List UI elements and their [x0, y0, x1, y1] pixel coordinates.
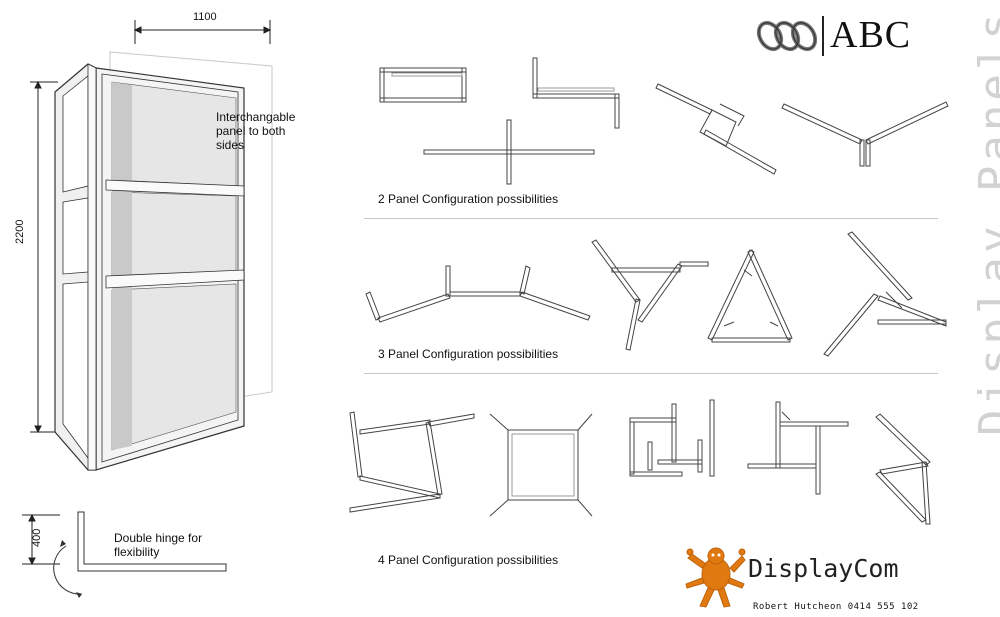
config-2panel-parallel [379, 67, 467, 103]
width-dimension-line [133, 20, 272, 44]
config-2panel-y [781, 101, 949, 167]
cabinet-drawing [22, 20, 273, 598]
config-3panel-wave [365, 265, 591, 323]
config-3panel-pinwheel [823, 231, 947, 357]
panel-note: Interchangable panel to both sides [216, 110, 296, 152]
displaycom-wordmark: DisplayCom [748, 554, 899, 583]
section-divider-1 [364, 218, 938, 219]
abc-wordmark: ABC [830, 14, 912, 56]
config-4panel-pinwheel-closed [629, 399, 715, 477]
config-3panel-triangle-closed [707, 249, 793, 343]
configuration-diagrams [349, 57, 949, 525]
config-4panel-diamond [875, 413, 931, 525]
rail-bottom [105, 269, 245, 289]
caption-2-panel: 2 Panel Configuration possibilities [378, 192, 559, 206]
height-dimension-line [30, 80, 58, 434]
hinge-detail [22, 511, 227, 598]
side-title: Display Panels [970, 9, 1000, 436]
caption-4-panel: 4 Panel Configuration possibilities [378, 553, 559, 567]
rail-top [105, 179, 245, 197]
hinge-note: Double hinge for flexibility [114, 531, 203, 559]
displaycom-mascot-icon [685, 547, 746, 608]
config-2panel-corner [532, 57, 620, 129]
config-4panel-pinwheel-open [747, 401, 849, 495]
abc-logo-divider [822, 16, 824, 56]
abc-logo-icon [756, 20, 818, 52]
config-4panel-square [489, 413, 593, 517]
caption-3-panel: 3 Panel Configuration possibilities [378, 347, 559, 361]
config-4panel-rotated-square [349, 411, 475, 513]
contact-line: Robert Hutcheon 0414 555 102 [753, 602, 919, 612]
config-2panel-cross [423, 119, 595, 185]
config-2panel-zigzag [655, 83, 777, 175]
width-dimension-label: 1100 [193, 11, 217, 23]
config-3panel-triangle-open [591, 239, 709, 351]
section-divider-2 [364, 373, 938, 374]
